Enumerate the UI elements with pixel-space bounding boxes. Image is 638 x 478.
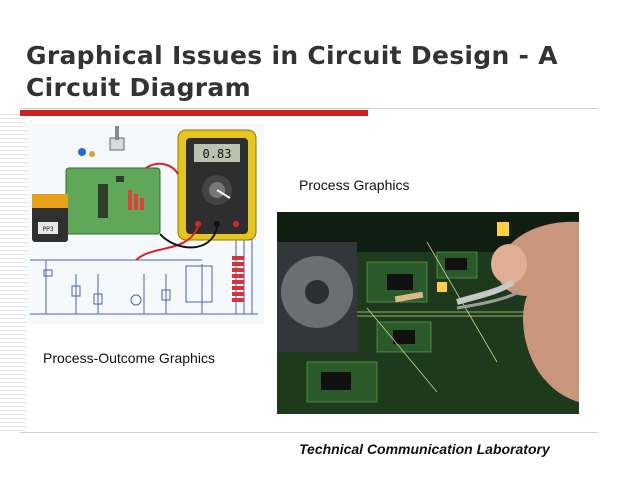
process-outcome-graphics-label: Process-Outcome Graphics [43, 350, 215, 366]
slide-title-line1: Graphical Issues in Circuit Design - A [26, 41, 558, 70]
process-graphics-label: Process Graphics [299, 177, 410, 193]
slide-title: Graphical Issues in Circuit Design - A C… [26, 40, 616, 104]
circuit-diagram-image: PP3 0.83 [26, 124, 264, 324]
title-divider [20, 108, 598, 109]
title-accent-bar [20, 110, 368, 116]
slide-title-line2: Circuit Diagram [26, 73, 251, 102]
hatched-margin [0, 113, 26, 431]
pcb-soldering-photo [277, 212, 579, 414]
footer-text: Technical Communication Laboratory [299, 441, 550, 457]
battery-label: PP3 [42, 226, 53, 233]
footer-divider [20, 432, 598, 433]
meter-reading: 0.83 [203, 147, 232, 161]
